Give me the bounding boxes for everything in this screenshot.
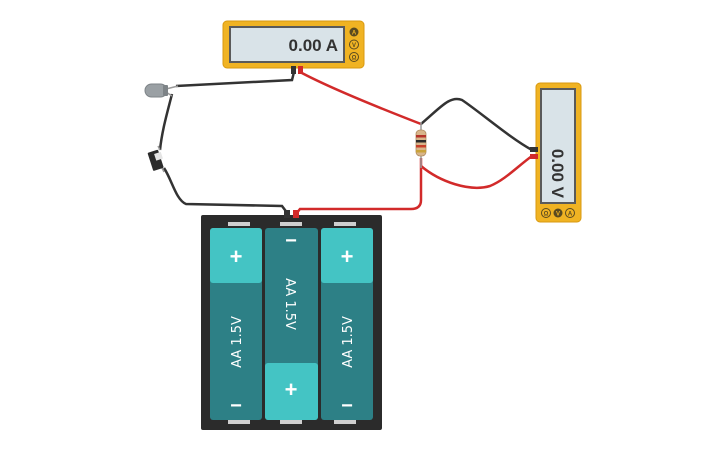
wires: [158, 70, 533, 215]
wire-red-resistor-battery[interactable]: [295, 158, 423, 215]
resistor-band-1: [416, 135, 426, 138]
voltmeter-reading: 0.00 V: [548, 149, 567, 199]
resistor-band-3: [416, 145, 426, 148]
voltmeter-display: [540, 88, 576, 204]
wire-black-ammeter-bulb[interactable]: [175, 71, 296, 88]
wire-black-switch-battery[interactable]: [162, 167, 289, 215]
resistor-band-2: [416, 140, 426, 143]
light-bulb[interactable]: [144, 83, 179, 98]
cell-2-label: AA 1.5V: [282, 278, 297, 330]
battery-pack[interactable]: + AA 1.5V − − AA 1.5V + + AA 1.5V −: [201, 210, 382, 430]
svg-text:A: A: [352, 31, 357, 37]
cell-3-bottom-sign: −: [341, 395, 353, 417]
voltmeter-terminal-positive[interactable]: [530, 154, 538, 159]
svg-text:A: A: [568, 212, 573, 218]
wire-red-ammeter-resistor[interactable]: [299, 70, 422, 126]
svg-text:V: V: [556, 212, 560, 218]
ammeter-mode-v-button[interactable]: [349, 39, 359, 50]
svg-text:V: V: [352, 43, 356, 49]
cell-1-bottom-sign: −: [230, 395, 242, 417]
ammeter-reading: 0.00 A: [289, 36, 338, 55]
cell-1-label: AA 1.5V: [230, 316, 245, 368]
ammeter-mode-a-button[interactable]: [349, 27, 359, 37]
ammeter[interactable]: 0.00 A A V Ω: [222, 20, 365, 74]
wire-black-bulb-switch[interactable]: [158, 93, 174, 151]
resistor-band-4: [416, 150, 426, 153]
cell-2-top-sign: −: [285, 230, 297, 252]
cell-3-top-sign: +: [341, 244, 354, 269]
battery-cell-2: − AA 1.5V +: [265, 228, 318, 420]
voltmeter-mode-v-button[interactable]: [553, 208, 563, 218]
ammeter-terminal-positive[interactable]: [298, 66, 303, 74]
battery-terminal-negative[interactable]: [284, 210, 290, 218]
cell-3-label: AA 1.5V: [341, 316, 356, 368]
slide-switch-knob[interactable]: [154, 151, 163, 161]
voltmeter-terminal-negative[interactable]: [530, 147, 538, 152]
voltmeter-mode-buttons: Ω V A: [541, 208, 575, 218]
ammeter-mode-buttons: A V Ω: [349, 27, 359, 62]
battery-cell-3: + AA 1.5V −: [321, 228, 373, 420]
voltmeter-mode-a-button[interactable]: [565, 208, 575, 218]
cell-1-top-sign: +: [230, 244, 243, 269]
cell-2-bottom-sign: +: [285, 377, 298, 402]
voltmeter[interactable]: 0.00 V Ω V A: [530, 82, 582, 223]
ammeter-terminal-negative[interactable]: [291, 66, 296, 74]
svg-text:Ω: Ω: [352, 56, 357, 62]
ammeter-display: [229, 26, 345, 63]
wire-black-voltmeter-resistor[interactable]: [420, 97, 533, 152]
ammeter-mode-ohm-button[interactable]: [349, 52, 359, 62]
battery-cell-1: + AA 1.5V −: [210, 228, 262, 420]
wire-red-voltmeter-resistor[interactable]: [420, 154, 533, 189]
battery-terminal-positive[interactable]: [293, 210, 299, 218]
voltmeter-mode-ohm-button[interactable]: [541, 208, 551, 218]
slide-switch[interactable]: [147, 145, 165, 173]
svg-text:Ω: Ω: [544, 212, 549, 218]
resistor[interactable]: [415, 122, 427, 168]
